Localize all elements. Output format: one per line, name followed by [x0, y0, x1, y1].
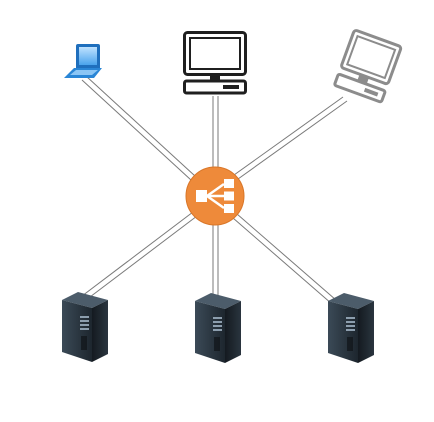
desktop-computer-icon: [183, 31, 247, 95]
tower-server-icon: [62, 292, 108, 362]
link-hub-to-server-left: [81, 211, 198, 301]
load-balancer-icon: [185, 166, 245, 226]
desktop-computer-icon: [333, 29, 403, 104]
link-desktop-right-to-hub: [233, 96, 348, 180]
laptop-icon: [64, 44, 102, 78]
links: [81, 75, 348, 305]
link-laptop-to-hub: [81, 75, 196, 181]
tower-server-icon: [195, 293, 241, 363]
tower-server-icon: [328, 293, 374, 363]
link-hub-to-server-right: [232, 213, 337, 305]
link-desktop-center-to-hub: [212, 96, 219, 170]
link-hub-to-server-center: [212, 222, 219, 296]
